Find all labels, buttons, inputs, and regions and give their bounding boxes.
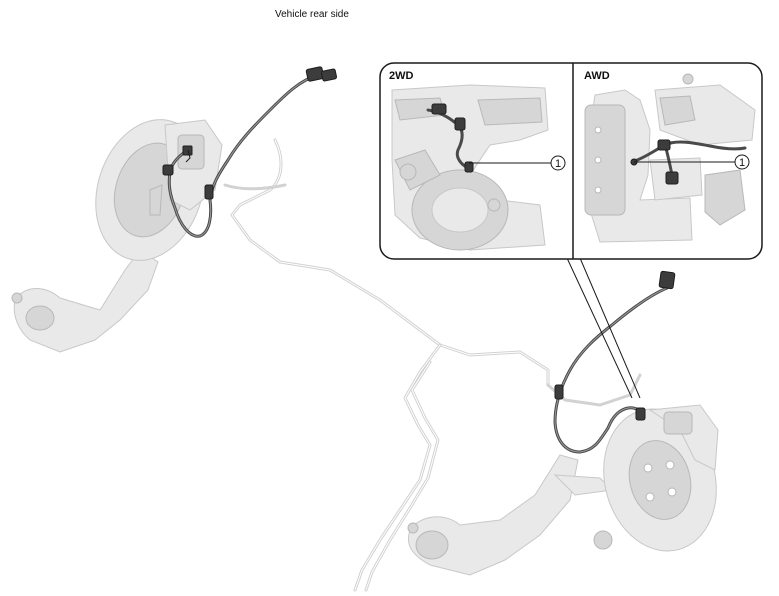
right-wheel-speed-sensor-harness	[553, 270, 676, 454]
detail-zoom-lines	[566, 257, 641, 399]
awd-callout-circle	[734, 154, 750, 170]
2wd-callout-circle	[550, 155, 566, 171]
brake-pipe	[223, 138, 642, 592]
2wd-callout-number: 1	[555, 158, 561, 170]
left-wheel-speed-sensor-harness	[162, 66, 338, 238]
detail-panel-2wd: 2WD 1	[389, 70, 566, 251]
2wd-sensor-harness	[426, 103, 474, 173]
awd-sensor-harness	[630, 139, 747, 185]
detail-panel: 2WD 1 AWD	[379, 62, 763, 260]
panel-label-2wd: 2WD	[389, 70, 414, 82]
awd-callout-number: 1	[739, 157, 745, 169]
panel-label-awd: AWD	[584, 70, 610, 82]
left-rear-knuckle-assembly	[11, 119, 223, 353]
awd-knuckle-illustration	[584, 73, 756, 243]
diagram-caption: Vehicle rear side	[275, 9, 349, 20]
detail-panel-awd: AWD 1	[584, 70, 756, 243]
right-rear-knuckle-assembly	[407, 404, 719, 576]
